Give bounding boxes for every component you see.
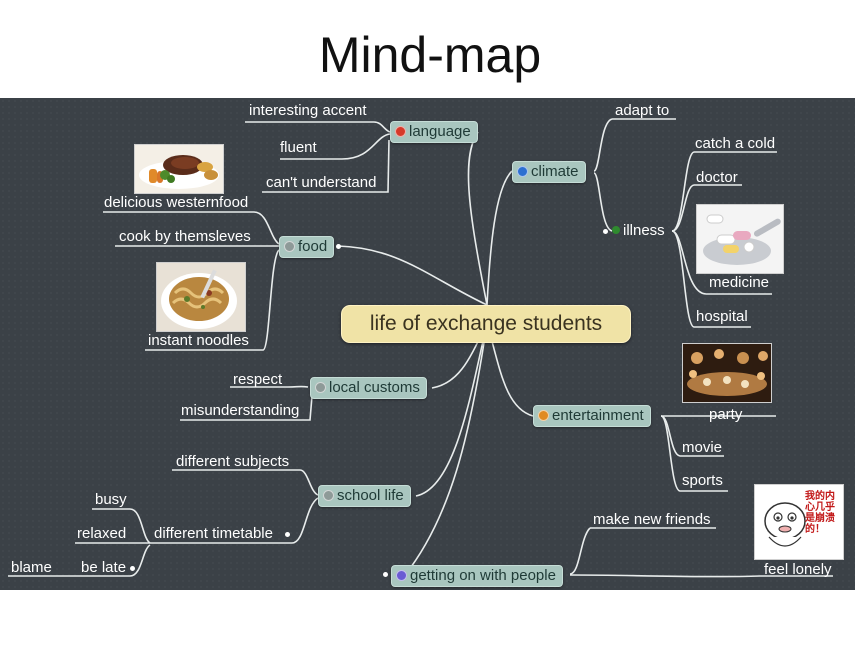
leaf-busy[interactable]: busy	[95, 491, 127, 508]
priority-2-icon	[517, 165, 528, 177]
priority-4-icon	[323, 489, 334, 501]
priority-4-icon	[315, 381, 326, 393]
subtopic-illness[interactable]: illness	[612, 222, 665, 240]
leaf-adapt-to[interactable]: adapt to	[615, 102, 670, 119]
cartoon-caption: 我的内心几乎是崩溃的！	[805, 491, 835, 535]
leaf-cook-by-themselves[interactable]: cook by themsleves	[119, 228, 251, 245]
leaf-delicious-westernfood[interactable]: delicious westernfood	[104, 194, 249, 211]
collapse-dot[interactable]	[383, 572, 388, 577]
instant-noodles-photo	[156, 262, 246, 332]
party-photo	[682, 343, 772, 403]
leaf-make-new-friends[interactable]: make new friends	[593, 511, 711, 528]
mind-map-board: life of exchange students language inter…	[0, 98, 855, 590]
page-title: Mind-map	[318, 27, 542, 83]
priority-6-icon	[538, 409, 549, 421]
steak-photo	[134, 144, 224, 194]
priority-1-icon	[395, 125, 406, 137]
branch-entertainment[interactable]: entertainment	[533, 405, 651, 427]
collapse-dot[interactable]	[130, 566, 135, 571]
leaf-respect[interactable]: respect	[233, 371, 283, 388]
medicine-photo	[696, 204, 784, 274]
leaf-medicine[interactable]: medicine	[709, 274, 770, 291]
collapse-dot[interactable]	[336, 244, 341, 249]
central-topic[interactable]: life of exchange students	[341, 305, 631, 343]
collapse-dot[interactable]	[603, 229, 608, 234]
leaf-misunderstanding[interactable]: misunderstanding	[181, 402, 300, 419]
leaf-instant-noodles[interactable]: instant noodles	[148, 332, 249, 349]
leaf-party[interactable]: party	[709, 406, 743, 423]
leaf-fluent[interactable]: fluent	[280, 139, 317, 156]
leaf-catch-a-cold[interactable]: catch a cold	[695, 135, 776, 152]
leaf-doctor[interactable]: doctor	[696, 169, 738, 186]
leaf-hospital[interactable]: hospital	[696, 308, 748, 325]
priority-5-icon	[396, 569, 407, 581]
leaf-movie[interactable]: movie	[682, 439, 723, 456]
leaf-sports[interactable]: sports	[682, 472, 723, 489]
leaf-different-timetable[interactable]: different timetable	[154, 525, 273, 542]
priority-4-icon	[284, 240, 295, 252]
leaf-interesting-accent[interactable]: interesting accent	[249, 102, 367, 119]
leaf-cant-understand[interactable]: can't understand	[266, 174, 377, 191]
connector-lines	[8, 118, 833, 578]
priority-3-icon	[612, 226, 620, 235]
branch-food[interactable]: food	[279, 236, 335, 258]
leaf-be-late[interactable]: be late	[81, 559, 127, 576]
branch-language[interactable]: language	[390, 121, 478, 143]
collapse-dot[interactable]	[285, 532, 290, 537]
branch-school-life[interactable]: school life	[318, 485, 411, 507]
leaf-different-subjects[interactable]: different subjects	[176, 453, 290, 470]
leaf-relaxed[interactable]: relaxed	[77, 525, 127, 542]
leaf-feel-lonely[interactable]: feel lonely	[764, 561, 832, 578]
branch-local-customs[interactable]: local customs	[310, 377, 427, 399]
lonely-cartoon: 我的内心几乎是崩溃的！	[754, 484, 844, 560]
branch-climate[interactable]: climate	[512, 161, 586, 183]
leaf-blame[interactable]: blame	[11, 559, 52, 576]
branch-getting-on-with-people[interactable]: getting on with people	[391, 565, 563, 587]
